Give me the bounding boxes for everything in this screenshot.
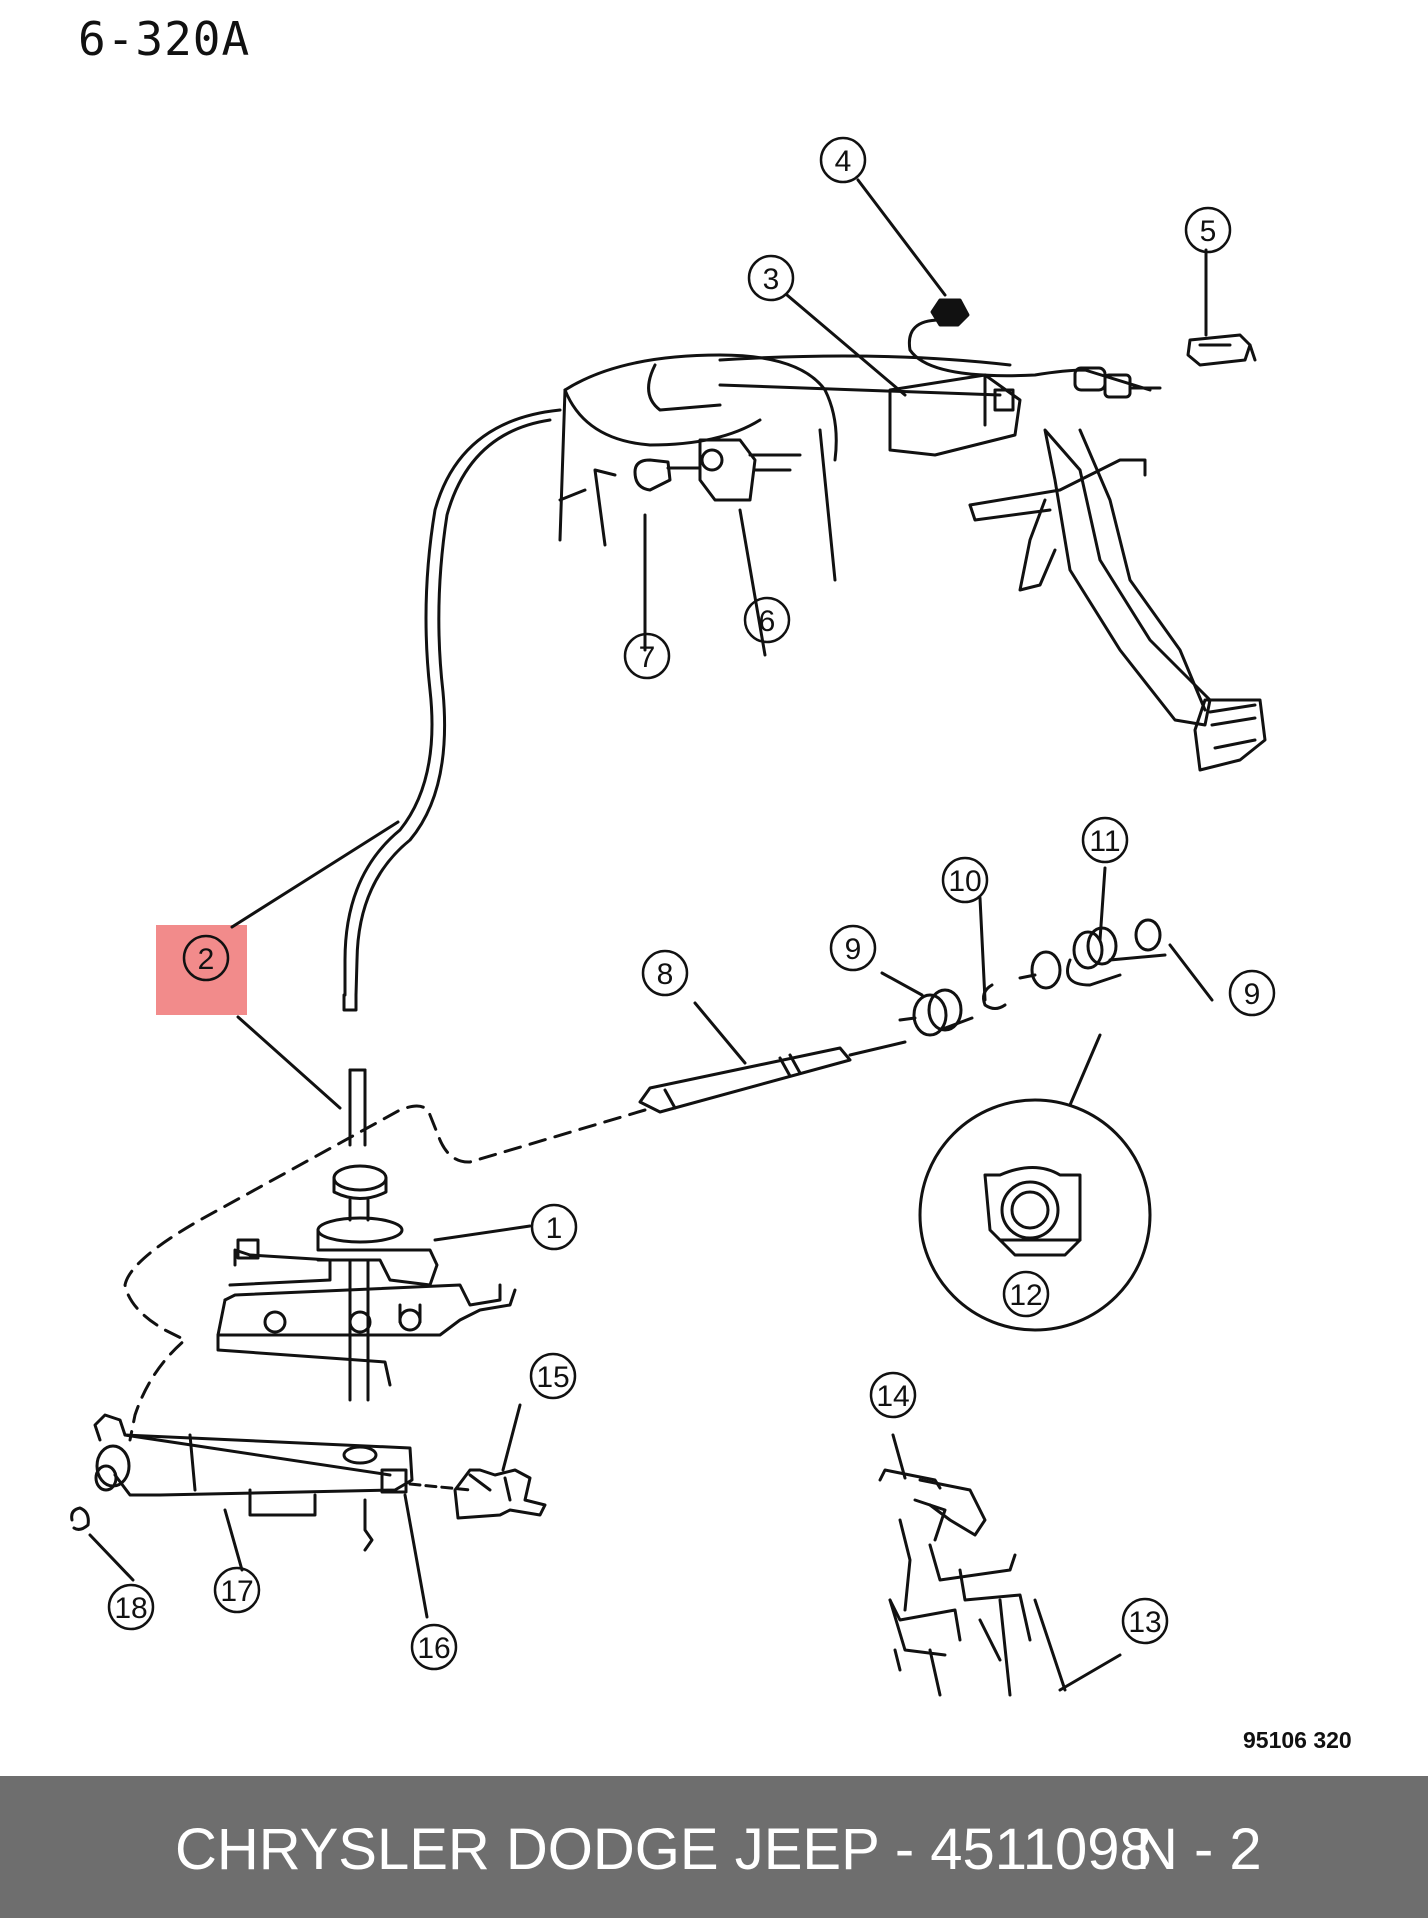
- cable-clip: [453, 1468, 547, 1520]
- gearshift-housing: [216, 1068, 517, 1402]
- retainer: [70, 1506, 90, 1531]
- callout-6: 6: [759, 605, 776, 638]
- switch-body: [888, 373, 1022, 457]
- steering-column-housing: [558, 353, 1012, 582]
- callout-17: 17: [220, 1575, 253, 1608]
- leader-lines: [88, 178, 1214, 1692]
- callout-14: 14: [876, 1380, 909, 1413]
- callout-13: 13: [1128, 1606, 1161, 1639]
- retaining-clip: [1186, 333, 1257, 367]
- callout-7: 7: [639, 641, 656, 674]
- callout-2: 2: [198, 943, 215, 976]
- lower-column: [878, 1468, 1067, 1697]
- callout-5: 5: [1200, 215, 1217, 248]
- callout-1: 1: [546, 1212, 563, 1245]
- detail-view-circle: [918, 1098, 1152, 1332]
- column-outline-dashed: [123, 1104, 647, 1442]
- shift-cable: [342, 408, 562, 1012]
- callout-9-left: 9: [845, 933, 862, 966]
- part-info: CHRYSLER DODGE JEEP - 4511098: [175, 1817, 1152, 1882]
- footer-bar: CHRYSLER DODGE JEEP - 4511098 N - 2: [0, 1776, 1428, 1918]
- bushing-left: [898, 988, 963, 1037]
- cable-end-connector: [1073, 366, 1162, 399]
- bushing-washer-set: [1018, 918, 1167, 990]
- callout-4: 4: [835, 145, 852, 178]
- callout-16: 16: [417, 1632, 450, 1665]
- nut: [930, 298, 970, 327]
- interlock-cable-upper: [907, 318, 1152, 392]
- callout-18: 18: [114, 1592, 147, 1625]
- mounting-bolt: [633, 458, 702, 492]
- brake-pedal: [968, 428, 1267, 772]
- shift-lever-pivot: [342, 1445, 472, 1552]
- diagram-code: 6-320A: [78, 12, 251, 66]
- extension-shaft: [638, 1040, 907, 1114]
- callout-circles: [107, 136, 1276, 1671]
- callout-9-right: 9: [1244, 978, 1261, 1011]
- lock-bracket: [698, 438, 802, 502]
- callout-10: 10: [948, 865, 981, 898]
- callout-12: 12: [1009, 1279, 1042, 1312]
- callout-11: 11: [1089, 825, 1120, 858]
- callout-8: 8: [657, 958, 674, 991]
- callout-highlight: [156, 925, 247, 1015]
- c-clip: [982, 983, 1007, 1010]
- page-indicator: N - 2: [1136, 1817, 1262, 1882]
- callout-15: 15: [536, 1361, 569, 1394]
- reference-code: 95106 320: [1243, 1727, 1352, 1753]
- gearshift-lever: [93, 1413, 414, 1517]
- parts-diagram: 1 2 3 4 5 6 7 8 9 9 10 11 12 13 14 15 16…: [70, 136, 1276, 1697]
- callout-3: 3: [763, 263, 780, 296]
